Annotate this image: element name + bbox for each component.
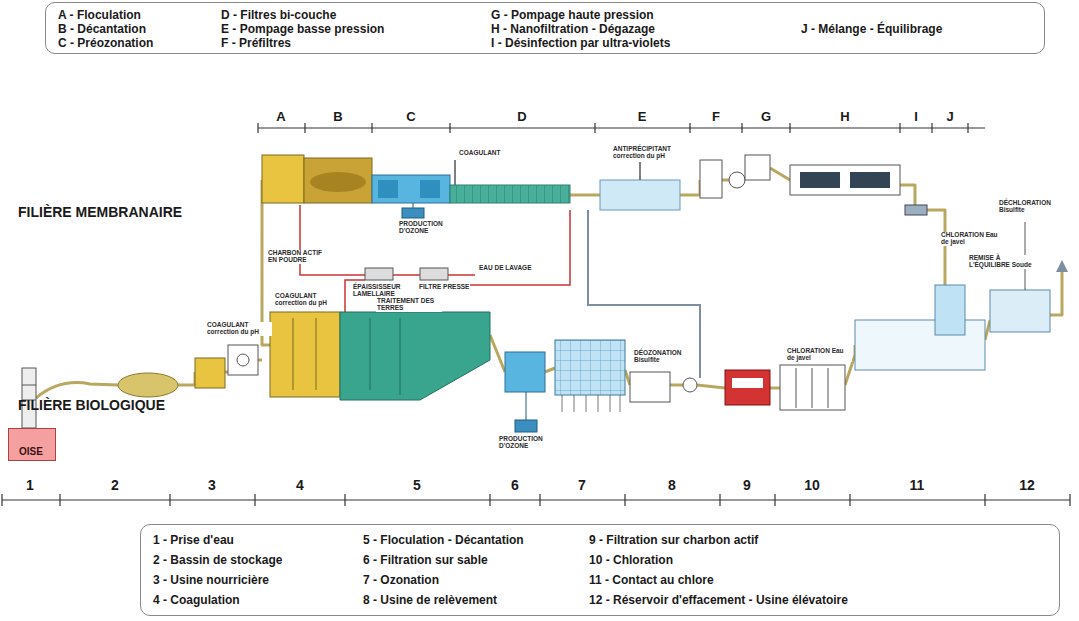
section-letter: A bbox=[276, 110, 285, 124]
process-note: DÉCHLORATION Bisulfite bbox=[998, 200, 1064, 214]
callout-number: 3 bbox=[208, 478, 216, 493]
callout-number: 8 bbox=[668, 478, 676, 493]
membrane-line bbox=[262, 155, 927, 218]
key-entry: 10 - Chloration bbox=[589, 553, 673, 567]
section-letter: F bbox=[712, 110, 720, 124]
process-note: PRODUCTION D'OZONE bbox=[498, 436, 564, 450]
section-letter: E bbox=[638, 110, 647, 124]
key-box: A - FloculationB - DécantationC - Préozo… bbox=[45, 2, 1045, 54]
outlet-arrow bbox=[1056, 260, 1068, 272]
key-entry: 1 - Prise d'eau bbox=[153, 533, 234, 547]
key-entry: 8 - Usine de relèvement bbox=[363, 593, 497, 607]
pipes bbox=[36, 168, 1062, 398]
section-letter: D bbox=[517, 110, 526, 124]
key-entry: 7 - Ozonation bbox=[363, 573, 439, 587]
key-entry: D - Filtres bi-couche bbox=[221, 8, 336, 22]
river-box: OISE bbox=[8, 428, 56, 461]
callout-number: 9 bbox=[743, 478, 751, 493]
key-entry: 5 - Floculation - Décantation bbox=[363, 533, 524, 547]
bottom-scale bbox=[2, 494, 1070, 506]
process-note: CHLORATION Eau de javel bbox=[940, 232, 1006, 246]
storage-basin bbox=[118, 373, 178, 397]
process-note: DÉOZONATION Bisulfite bbox=[633, 350, 699, 364]
key-entry: C - Préozonation bbox=[58, 36, 153, 50]
key-entry: 11 - Contact au chlore bbox=[589, 573, 714, 587]
process-note: CHARBON ACTIF EN POUDRE bbox=[267, 250, 333, 264]
sludge-lines bbox=[300, 205, 570, 312]
feed-plant bbox=[195, 345, 258, 388]
process-note: COAGULANT bbox=[458, 150, 502, 157]
section-letter: G bbox=[761, 110, 771, 124]
key-entry: 9 - Filtration sur charbon actif bbox=[589, 533, 758, 547]
section-letter: B bbox=[333, 110, 342, 124]
key-entry: A - Floculation bbox=[58, 8, 141, 22]
key-entry: I - Désinfection par ultra-violets bbox=[491, 36, 670, 50]
callout-number: 2 bbox=[111, 478, 119, 493]
process-note: COAGULANT correction du pH bbox=[274, 293, 340, 307]
key-entry: 2 - Bassin de stockage bbox=[153, 553, 282, 567]
callout-number: 11 bbox=[910, 478, 925, 493]
section-letter: I bbox=[914, 110, 918, 124]
line-title: FILIÈRE MEMBRANAIRE bbox=[18, 205, 182, 220]
flow-mark bbox=[587, 238, 589, 250]
key-entry: 12 - Réservoir d'effacement - Usine élév… bbox=[589, 593, 848, 607]
callout-number: 1 bbox=[26, 478, 34, 493]
section-letter: C bbox=[406, 110, 415, 124]
section-letter: J bbox=[946, 110, 953, 124]
ozone-lines bbox=[562, 395, 620, 412]
process-note: ANTIPRÉCIPITANT correction du pH bbox=[612, 146, 678, 160]
key-entry: H - Nanofiltration - Dégazage bbox=[491, 22, 655, 36]
process-note: PRODUCTION D'OZONE bbox=[398, 221, 464, 235]
callout-number: 5 bbox=[413, 478, 421, 493]
key-entry: 3 - Usine nourricière bbox=[153, 573, 269, 587]
callout-number: 4 bbox=[296, 478, 304, 493]
process-note: FILTRE PRESSE bbox=[418, 284, 470, 291]
key-entry: J - Mélange - Équilibrage bbox=[801, 22, 942, 36]
process-note: EAU DE LAVAGE bbox=[478, 265, 533, 272]
process-note: REMISE À L'ÉQUILIBRE Soude bbox=[968, 255, 1034, 269]
process-note: COAGULANT correction du pH bbox=[206, 322, 272, 336]
callout-number: 10 bbox=[804, 478, 820, 493]
section-letter: H bbox=[840, 110, 849, 124]
top-scale bbox=[258, 123, 985, 133]
process-note: ÉPAISSISSEUR LAMELLAIRE bbox=[352, 284, 418, 298]
key-entry: 6 - Filtration sur sable bbox=[363, 553, 488, 567]
process-note: TRAITEMENT DES TERRES bbox=[376, 298, 442, 312]
line-title: FILIÈRE BIOLOGIQUE bbox=[18, 398, 165, 413]
callout-number: 12 bbox=[1019, 478, 1035, 493]
callout-number: 6 bbox=[511, 478, 519, 493]
key-entry: OISE bbox=[19, 446, 43, 457]
key-entry: F - Préfiltres bbox=[221, 36, 291, 50]
biological-line bbox=[270, 222, 1050, 432]
key-box: 1 - Prise d'eau 2 - Bassin de stockage 3 -… bbox=[140, 524, 1060, 616]
key-entry: E - Pompage basse pression bbox=[221, 22, 384, 36]
key-entry: 4 - Coagulation bbox=[153, 593, 240, 607]
key-entry: G - Pompage haute pression bbox=[491, 8, 654, 22]
key-entry: B - Décantation bbox=[58, 22, 146, 36]
callout-number: 7 bbox=[578, 478, 586, 493]
process-note: CHLORATION Eau de javel bbox=[786, 348, 852, 362]
